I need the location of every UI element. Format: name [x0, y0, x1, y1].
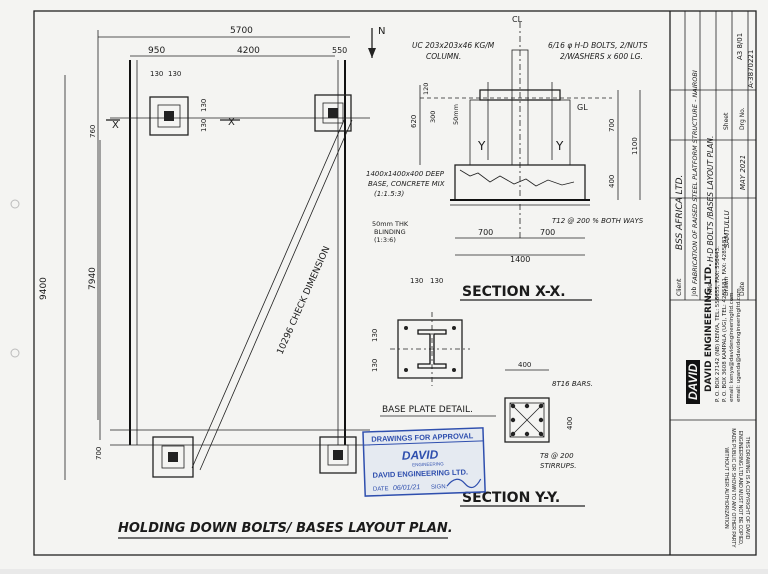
- tb-drg: A-3870221: [747, 50, 755, 88]
- bolts-note: 6/16 φ H-D BOLTS, 2/NUTS: [548, 41, 648, 50]
- approval-stamp: DRAWINGS FOR APPROVAL DAVID ENGINEERING …: [362, 427, 486, 497]
- tb-copyright-box: THIS DRAWING IS A COPYRIGHT OF DAVID ENG…: [723, 428, 750, 548]
- bars-note: T12 @ 200 % BOTH WAYS: [552, 217, 644, 225]
- dim-bottom-edge: 700: [95, 447, 103, 460]
- yy-stirrups-note-2: STIRRUPS.: [540, 462, 577, 470]
- yy-bars-note: 8T16 BARS.: [552, 380, 593, 388]
- bases-layout-plan: 5700 950 4200 550 130 130: [39, 26, 453, 539]
- dim-right-offset: 550: [332, 46, 347, 55]
- tb-drawn: SAMTULLU: [723, 210, 731, 248]
- yy-stirrups-note: T8 @ 200: [540, 452, 574, 460]
- dim-overall-width: 5700: [230, 26, 253, 36]
- dim-700-right: 700: [540, 228, 555, 237]
- title-block: Client BSS AFRICA LTD. Job FABRICATION O…: [670, 11, 756, 548]
- base-note: 1400x1400x400 DEEP: [366, 170, 445, 178]
- tb-addr2: P. O. BOX 3608 KAMPALA (UG), TEL: 428558…: [722, 236, 728, 402]
- dim-50mm: 50mm: [452, 104, 460, 125]
- dim-620: 620: [410, 115, 418, 128]
- section-yy-title: SECTION Y-Y.: [462, 490, 560, 506]
- cl-mark: CL: [512, 15, 523, 24]
- tb-date-label: Date: [739, 281, 746, 296]
- section-mark-x-right: X: [228, 117, 235, 128]
- stamp-logo: DAVID: [402, 447, 439, 462]
- tb-client-label: Client: [676, 278, 683, 296]
- section-xx-title: SECTION X-X.: [462, 284, 566, 300]
- base-top-right: [314, 94, 352, 132]
- dim-center-height: 7940: [88, 267, 98, 290]
- column-note: UC 203x203x46 KG/M: [412, 41, 495, 50]
- north-arrow-icon: [368, 28, 376, 58]
- dim-1100: 1100: [631, 137, 639, 155]
- stamp-logo-sub: ENGINEERING: [412, 461, 444, 467]
- dim-overall-height: 9400: [39, 277, 49, 300]
- blinding-note-3: (1:3:6): [374, 236, 396, 244]
- section-xx: CL UC 203x203x46 KG/M COLUMN. 6/16 φ H-D…: [366, 15, 648, 301]
- tb-title-label: Title: [707, 283, 714, 297]
- base-note-2: BASE, CONCRETE MIX: [368, 180, 445, 188]
- section-yy: 400 400 8T16 BARS. T8 @ 200 STIRRUPS. SE…: [460, 361, 593, 507]
- base-bottom-left: [152, 436, 194, 478]
- punch-hole: [10, 348, 20, 358]
- plate-dim-b: 130: [430, 277, 443, 285]
- tb-email: email: kenya@davidengineeringltd.com: [729, 293, 735, 402]
- dim-plate-v1: 130: [200, 99, 208, 112]
- dim-left-offset: 950: [148, 46, 165, 56]
- column-note-2: COLUMN.: [426, 52, 461, 61]
- dim-center-span: 4200: [237, 46, 260, 56]
- dim-700-vert: 700: [608, 119, 616, 132]
- dim-120: 120: [422, 83, 430, 95]
- tb-drawn-label: Drawn: [723, 276, 730, 296]
- tb-logo: DAVID: [686, 363, 700, 400]
- dim-400-vert: 400: [608, 175, 616, 188]
- tb-drg-label: Drg No.: [739, 107, 746, 130]
- tb-company: DAVID ENGINEERING LTD.: [704, 263, 714, 392]
- section-mark-y-left: Y: [477, 139, 486, 153]
- dim-top-edge: 760: [89, 125, 97, 138]
- tb-sheet: A3 8/01: [736, 33, 744, 60]
- dim-plate-a: 130: [150, 70, 163, 78]
- plate-dim-c: 130: [371, 329, 379, 342]
- dim-plate-v2: 130: [200, 119, 208, 132]
- company-logo-icon: DAVID: [686, 360, 700, 404]
- plan-title: HOLDING DOWN BOLTS/ BASES LAYOUT PLAN.: [118, 521, 453, 536]
- base-top-left: [149, 96, 189, 136]
- tb-client: BSS AFRICA LTD.: [675, 175, 685, 250]
- plate-dim-a: 130: [410, 277, 423, 285]
- plate-dim-d: 130: [371, 359, 379, 372]
- base-plate-detail: 130 130 130 130 BASE PLATE DETAIL.: [371, 277, 496, 417]
- dim-300: 300: [429, 111, 437, 123]
- tb-job: FABRICATION OF RAISED STEEL PLATFORM STR…: [691, 70, 699, 284]
- tb-sheet-label: Sheet: [723, 112, 730, 130]
- tb-email2: email: uganda@davidengineeringltd.com: [736, 288, 742, 402]
- drawing-border: [33, 10, 757, 556]
- tb-job-label: Job: [691, 287, 698, 297]
- dim-700-left: 700: [478, 228, 493, 237]
- stamp-line1: DRAWINGS FOR APPROVAL: [371, 431, 474, 444]
- tb-title: H-D BOLTS /BASES LAYOUT PLAN.: [706, 136, 715, 262]
- dim-1400: 1400: [510, 255, 530, 264]
- bolts-note-2: 2/WASHERS x 600 LG.: [560, 52, 643, 61]
- stamp-sign-label: SIGN.: [431, 484, 448, 491]
- north-label: N: [378, 26, 385, 37]
- section-mark-y-right: Y: [555, 139, 564, 153]
- base-bottom-right: [319, 436, 357, 474]
- yy-dim-side: 400: [566, 417, 574, 430]
- stamp-date: 06/01/21: [393, 484, 421, 492]
- stamp-date-label: DATE: [373, 486, 389, 493]
- blinding-note: 50mm THK: [372, 220, 409, 228]
- tb-date: MAY 2021: [739, 155, 747, 190]
- punch-hole: [10, 199, 20, 209]
- section-mark-x-left: X: [112, 120, 119, 131]
- blinding-note-2: BLINDING: [374, 228, 406, 236]
- stamp-company: DAVID ENGINEERING LTD.: [372, 467, 468, 479]
- yy-dim-top: 400: [518, 361, 531, 369]
- base-note-3: (1:1.5:3): [374, 190, 404, 198]
- tb-addr1: P. O. BOX 27142 (NB) KENYA, TEL: 556655,…: [715, 246, 721, 402]
- base-plate-title: BASE PLATE DETAIL.: [382, 405, 473, 415]
- ground-level-label: GL: [577, 103, 588, 112]
- dim-plate-b: 130: [168, 70, 181, 78]
- tb-copyright: THIS DRAWING IS A COPYRIGHT OF DAVID ENG…: [723, 428, 750, 548]
